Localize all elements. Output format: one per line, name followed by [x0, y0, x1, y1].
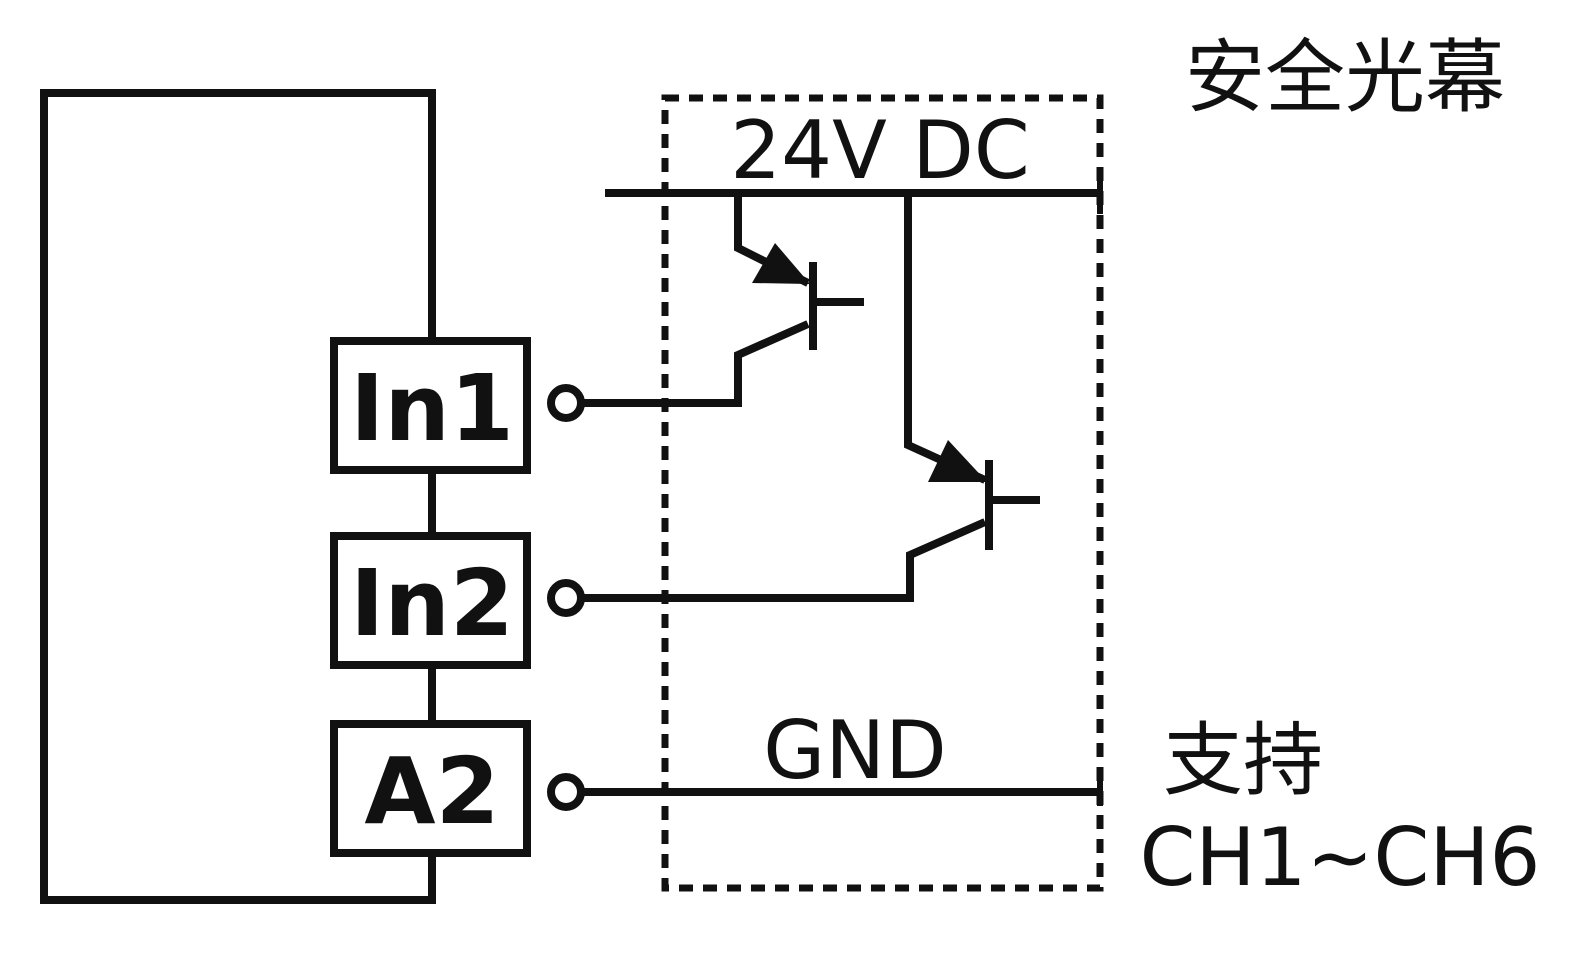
in2-connector-circle [547, 579, 585, 617]
supply-label: 24V DC [730, 104, 1029, 197]
terminal-in1-label: In1 [350, 355, 514, 462]
terminal-in2: In2 [330, 532, 531, 669]
support-note-line1: 支持 [1163, 714, 1323, 807]
in1-connector-circle [547, 384, 585, 422]
light-curtain-enclosure [661, 94, 1104, 892]
terminal-a2: A2 [330, 720, 531, 857]
controller-outline [40, 89, 436, 904]
ground-label: GND [763, 704, 946, 797]
diagram-title: 安全光幕 [1185, 31, 1505, 124]
terminal-in1: In1 [330, 337, 531, 474]
transistor-2 [583, 193, 1040, 602]
terminal-a2-label: A2 [364, 738, 499, 845]
transistor-1 [583, 193, 864, 407]
terminal-in2-label: In2 [350, 550, 514, 657]
support-note-line2: CH1~CH6 [1140, 811, 1541, 904]
a2-connector-circle [547, 773, 585, 811]
